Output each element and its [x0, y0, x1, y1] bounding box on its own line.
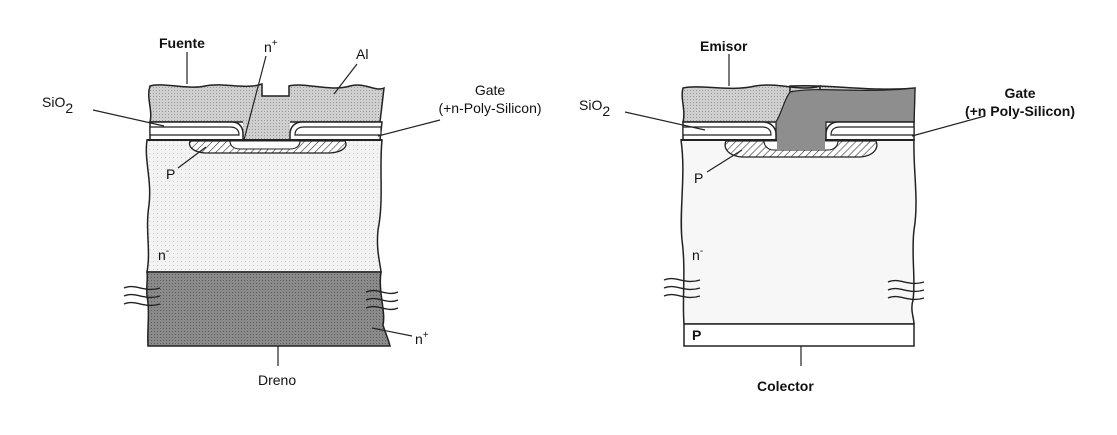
dreno-label: Dreno [258, 372, 297, 388]
igbt-gate-label: Gate (+n Poly-Silicon) [955, 85, 1085, 119]
mosfet-sio2-sub: 2 [65, 100, 74, 116]
mosfet-gate-left [149, 126, 240, 136]
mosfet-sio2-leader [92, 109, 165, 127]
igbt-n-minus-base: n [692, 247, 700, 263]
igbt-gate-line1: Gate [1004, 85, 1036, 101]
mosfet-p-leader [177, 146, 207, 169]
mosfet-p-label: P [166, 166, 176, 182]
igbt-sio2-base: SiO [579, 97, 603, 113]
n-plus-bottom-sup: + [422, 330, 429, 341]
mosfet-n-minus-region [145, 139, 383, 273]
igbt-p-leader [706, 149, 743, 173]
igbt-n-minus-sup: - [699, 246, 704, 257]
igbt-p-top-label: P [694, 170, 704, 186]
mosfet-n-minus-label: n- [158, 244, 169, 263]
n-plus-bottom-label: n+ [415, 328, 429, 347]
mosfet-n-plus-leader [243, 55, 267, 141]
n-plus-top-label: n+ [264, 36, 278, 55]
igbt-sio2-label: SiO2 [579, 97, 610, 119]
n-plus-top-sup: + [271, 38, 278, 49]
mosfet-gate-line1: Gate [474, 82, 506, 98]
mosfet-gate-label: Gate (+n-Poly-Silicon) [429, 82, 551, 116]
mosfet-gate-leader [377, 119, 441, 137]
mosfet-n-minus-base: n [158, 247, 166, 263]
igbt-gate-right [830, 126, 915, 136]
igbt-gate-line2: (+n Poly-Silicon) [964, 103, 1076, 119]
n-plus-top-base: n [264, 39, 272, 55]
igbt-break-mark-left [663, 277, 701, 299]
igbt-emitter-contact [777, 122, 825, 150]
mosfet-sio2-base: SiO [42, 94, 66, 110]
n-plus-bottom-base: n [415, 331, 423, 347]
emisor-label: Emisor [700, 38, 748, 54]
mosfet-gate-right [294, 126, 382, 136]
igbt-sio2-sub: 2 [602, 103, 611, 119]
mosfet-gate-line2: (+n-Poly-Silicon) [438, 100, 542, 116]
mosfet-break-mark-left [123, 285, 161, 307]
fuente-label: Fuente [159, 35, 205, 51]
mosfet-n-minus-sup: - [165, 246, 170, 257]
mosfet-al-metal [147, 82, 385, 123]
al-label: Al [356, 46, 369, 62]
igbt-sio2-leader [624, 111, 706, 131]
mosfet-n-plus-substrate [145, 271, 391, 347]
colector-label: Colector [757, 378, 814, 394]
igbt-n-minus-label: n- [692, 244, 703, 263]
mosfet-diagram [92, 52, 441, 366]
igbt-gate-left [682, 126, 772, 136]
igbt-gate-leader [911, 115, 986, 137]
igbt-diagram [624, 54, 986, 366]
igbt-p-bottom-label: P [692, 327, 702, 343]
mosfet-al-leader [333, 63, 358, 95]
mosfet-break-mark-right [365, 289, 399, 311]
mosfet-n-plus-source [229, 140, 301, 150]
mosfet-sio2-label: SiO2 [42, 94, 73, 116]
igbt-break-mark-right [887, 279, 925, 301]
igbt-p-collector [683, 323, 915, 347]
mosfet-n-plus-bottom-leader [371, 327, 413, 337]
igbt-n-minus-region [680, 139, 917, 325]
